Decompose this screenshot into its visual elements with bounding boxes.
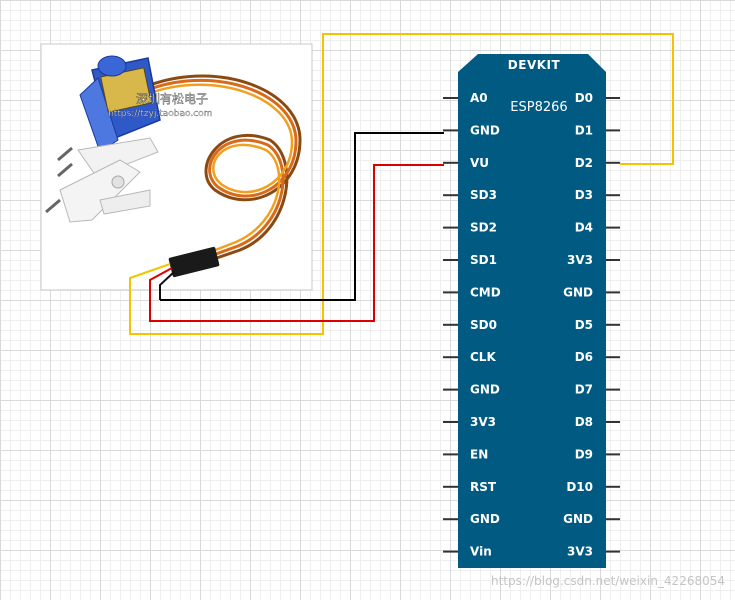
board-outline [458, 54, 606, 568]
photo-watermark-url: https://tzyj.taobao.com [108, 109, 212, 119]
pin-label-left: RST [470, 480, 497, 494]
photo-watermark-cn: 深圳有松电子 [136, 92, 208, 106]
wire-signal-yellow [129, 33, 674, 335]
servo-photo: 深圳有松电子 https://tzyj.taobao.com [40, 43, 313, 300]
pin-label-right: D6 [575, 350, 593, 364]
pin-label-left: SD2 [470, 221, 497, 235]
pin-label-left: EN [470, 447, 488, 461]
board-title: DEVKIT [508, 58, 561, 72]
pin-label-left: GND [470, 512, 500, 526]
servo-horns [59, 137, 159, 223]
pin-label-left: 3V3 [470, 415, 496, 429]
pin-label-left: VU [470, 156, 489, 170]
wire-ground-black [160, 132, 444, 301]
pin-label-right: GND [563, 285, 593, 299]
pin-label-right: D2 [575, 156, 593, 170]
pin-label-right: D1 [575, 123, 593, 137]
pin-label-right: D10 [566, 480, 593, 494]
pin-label-right: GND [563, 512, 593, 526]
servo-body [79, 55, 161, 153]
page-watermark: https://blog.csdn.net/weixin_42268054 [490, 574, 725, 588]
pin-label-left: CMD [470, 285, 501, 299]
pin-label-right: D4 [575, 221, 593, 235]
board-chip-name: ESP8266 [510, 100, 567, 115]
pin-label-right: D7 [575, 383, 593, 397]
pin-label-right: D0 [575, 91, 593, 105]
pin-label-left: SD3 [470, 188, 497, 202]
servo-connector [168, 246, 220, 278]
pin-label-right: D5 [575, 318, 593, 332]
pin-label-right: D8 [575, 415, 593, 429]
pin-label-right: D9 [575, 447, 593, 461]
pin-label-right: 3V3 [567, 253, 593, 267]
pin-label-left: GND [470, 123, 500, 137]
pin-label-left: GND [470, 383, 500, 397]
pin-label-left: SD1 [470, 253, 497, 267]
wires [129, 33, 674, 335]
pin-label-left: Vin [470, 545, 492, 559]
pin-label-right: D3 [575, 188, 593, 202]
pin-label-left: SD0 [470, 318, 497, 332]
pin-label-left: A0 [470, 91, 488, 105]
wire-power-red [149, 164, 444, 322]
screws [45, 146, 73, 214]
pin-label-left: CLK [470, 350, 496, 364]
board-pins: A0GNDVUSD3SD2SD1CMDSD0CLKGND3V3ENRSTGNDV… [443, 91, 620, 559]
pin-label-right: 3V3 [567, 545, 593, 559]
